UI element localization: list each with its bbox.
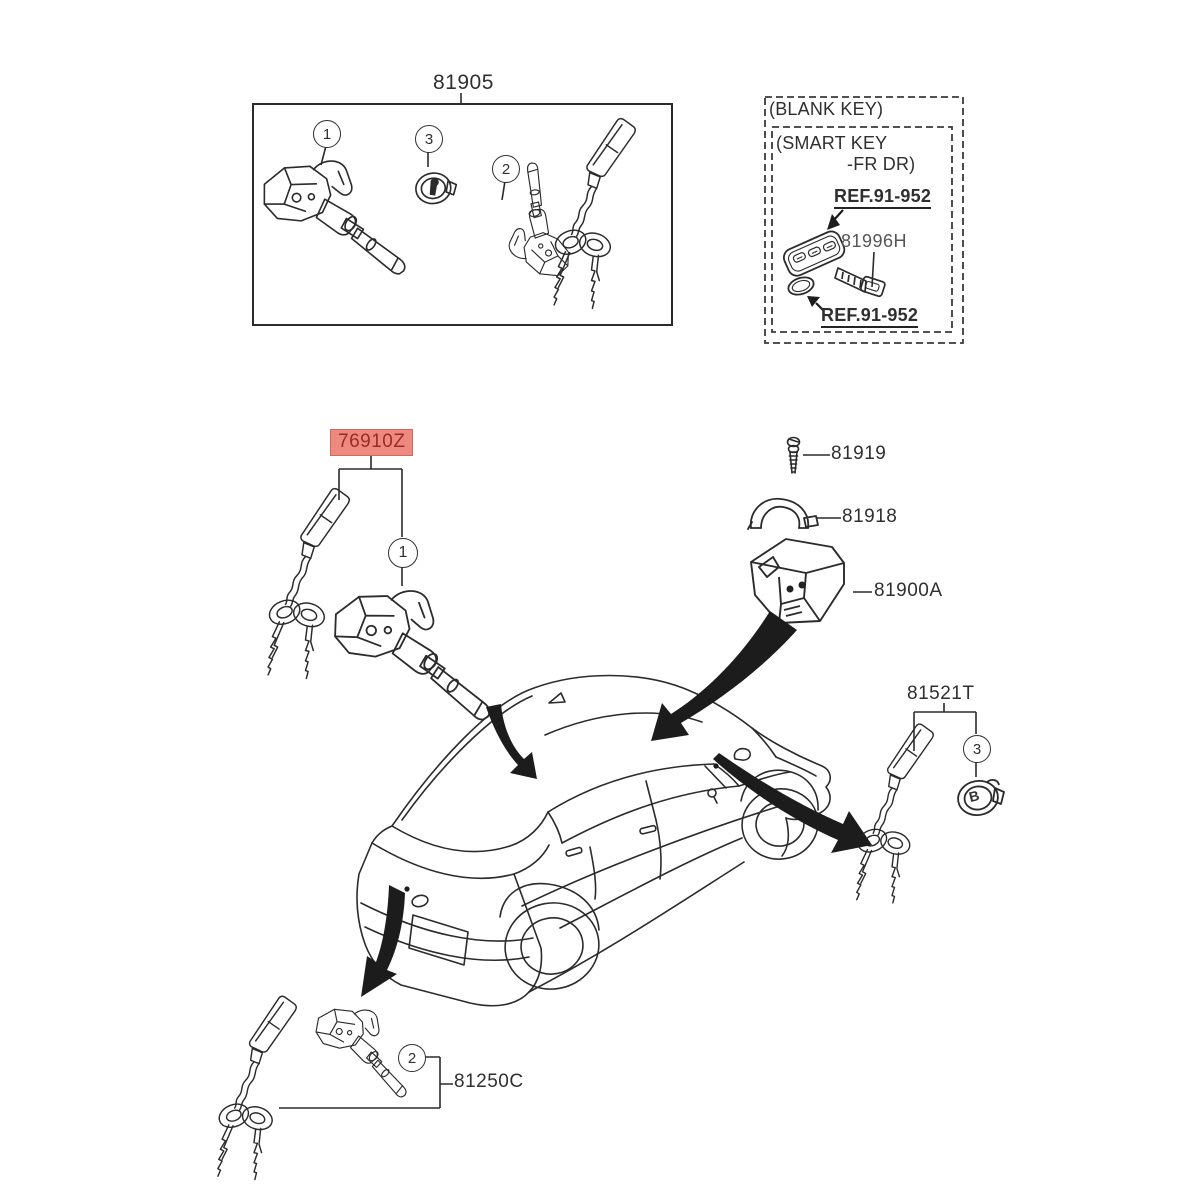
parts-box-group [252,93,673,326]
lock-cylinder-cap-boxed [413,170,458,207]
key-ring-grommet [787,276,815,296]
ref-bottom-arrowhead [807,296,820,307]
blank-key-panel-art [764,96,964,344]
rear-door-handle [565,846,583,857]
ignition-lock-body [750,538,845,624]
ref-top-arrowhead [827,214,840,230]
screw-part-number: 81919 [831,443,887,464]
trunk-badge [411,894,429,908]
rear-wheel [504,902,600,990]
side-mirror [733,747,751,761]
rear-glass-base [391,811,549,853]
trunk-lock-group-art [215,994,453,1181]
glove-key-part-number: 81521T [907,683,975,704]
door-key-set [265,487,350,680]
car-illustration [356,674,831,1007]
location-arrows [361,611,872,997]
door-lock-point [713,763,719,769]
rear-bumper [356,842,543,1007]
callout-2-trunk: 2 [398,1044,426,1072]
arrow-front-door [486,704,537,779]
roof-antenna [548,692,566,704]
ignition-group-art [747,436,872,624]
bracket-part-number: 81918 [842,506,898,527]
beltline [561,785,740,844]
trunk-key-set [215,995,297,1181]
door-lock-assembly-boxed [252,149,422,276]
callout-3-glove: 3 [963,735,991,763]
arrow-ignition [651,611,797,741]
door-lock-part-number-highlighted[interactable]: 76910Z [330,429,414,456]
ref-link-bottom[interactable]: REF.91-952 [821,306,919,328]
trunk-lock-assembly-boxed [475,160,597,291]
smart-key-subtitle-line1: (SMART KEY [776,133,888,153]
smart-key-subtitle-line2: -FR DR) [847,154,916,174]
ignition-body-part-number: 81900A [874,580,943,601]
door-lock-assembly [319,575,512,722]
ref-link-top[interactable]: REF.91-952 [834,187,932,209]
door-lock-group-art [265,456,512,722]
arrow-door-key [713,753,872,853]
blank-key-title: (BLANK KEY) [769,99,884,119]
key-set-boxed [551,117,636,310]
blank-key-part-number: 81996H [841,231,908,251]
trunk-keyhole [404,886,410,892]
license-plate [408,914,469,966]
glove-key-set [853,723,934,904]
callout-1-door-lock: 1 [388,538,418,568]
callout-3-box: 3 [415,125,443,153]
parts-box-part-number: 81905 [433,71,494,94]
arrow-trunk [361,885,405,997]
callout-2-box: 2 [492,155,520,183]
car-silhouette [391,674,831,827]
front-door-keyhole [707,788,717,798]
ignition-bracket [747,497,819,530]
front-door-handle [639,824,657,835]
glove-key-group-art [853,703,1005,904]
blank-key-blade [834,267,886,298]
trunk-lock-part-number: 81250C [454,1071,524,1092]
ignition-screw [786,436,801,474]
callout-1-box: 1 [313,120,341,148]
